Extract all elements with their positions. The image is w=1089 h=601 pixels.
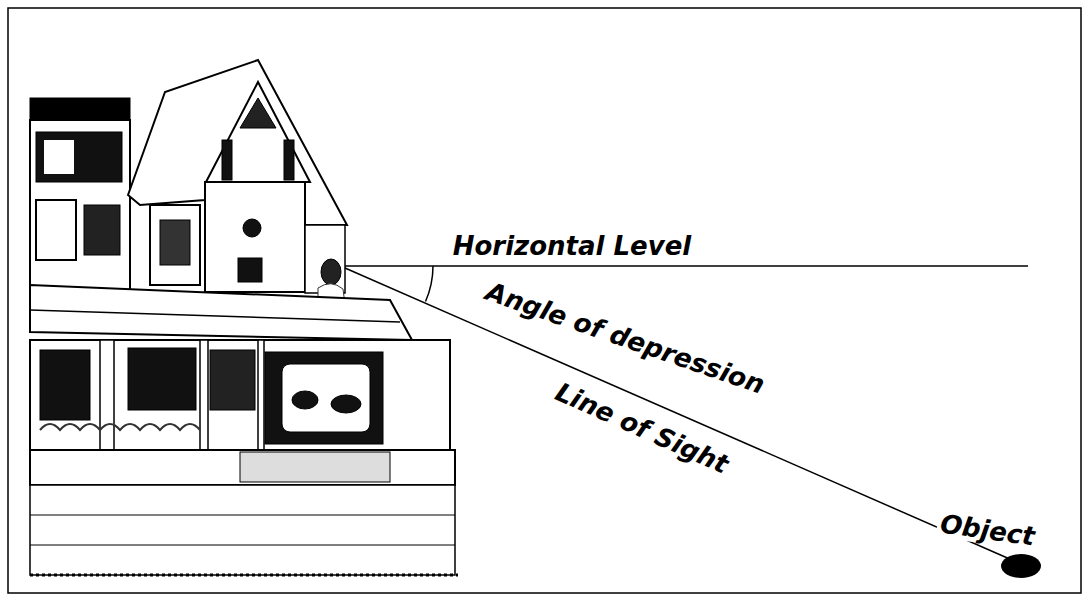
facade-window: [238, 258, 262, 282]
porch-column: [100, 340, 114, 450]
dormer-window: [160, 220, 190, 265]
sight-line: [345, 268, 1012, 560]
ground-line: [30, 574, 458, 577]
porch-window: [265, 352, 383, 444]
annotation-label: Object: [936, 509, 1040, 551]
porch-floor: [30, 450, 455, 485]
side-wall: [305, 225, 345, 293]
porch-column: [200, 340, 208, 450]
foundation-line: [30, 545, 455, 546]
foundation: [30, 485, 455, 575]
wing-wall: [30, 120, 130, 290]
porch: [30, 340, 450, 450]
shrubs: [40, 424, 200, 430]
annotation-label: Angle of depression: [482, 278, 767, 398]
steps: [240, 452, 390, 482]
house-illustration: [30, 60, 458, 575]
wing-roof: [30, 98, 130, 120]
gable: [206, 82, 310, 182]
facade: [205, 182, 305, 292]
dormer-wall: [150, 205, 200, 285]
gable-vent: [240, 98, 276, 128]
wing-window: [36, 200, 76, 260]
facade-window: [284, 140, 294, 180]
object-dot: [1001, 554, 1041, 578]
foundation-line: [30, 515, 455, 516]
wing-window-pane: [44, 140, 74, 174]
annotation-label: Line of Sight: [552, 378, 733, 477]
horizontal-line: [345, 265, 1028, 267]
facade-window: [222, 140, 232, 180]
wing-window: [36, 132, 122, 182]
porch-window: [210, 350, 255, 410]
wing-window: [84, 205, 120, 255]
window-detail: [331, 395, 361, 413]
porch-window: [128, 348, 196, 410]
window-pane: [282, 364, 370, 432]
porch-roof-edge: [30, 310, 400, 322]
window-detail: [292, 391, 318, 409]
porch-column: [258, 340, 264, 450]
porch-roof: [30, 285, 412, 340]
frame: [8, 8, 1081, 593]
angle-arc: [426, 266, 434, 302]
observer-head: [321, 259, 341, 285]
porch-window: [40, 350, 90, 420]
annotation-label: Horizontal Level: [453, 233, 692, 259]
round-window: [243, 219, 261, 237]
